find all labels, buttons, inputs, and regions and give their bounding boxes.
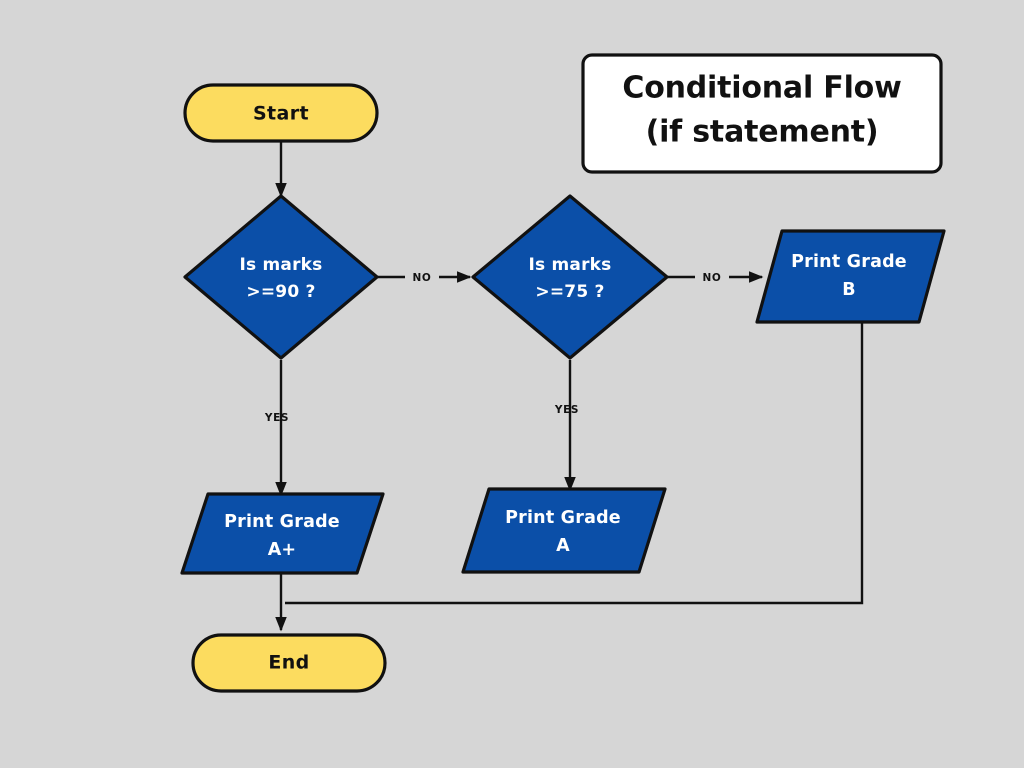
- node-print-grade-a-plus[interactable]: Print Grade A+: [180, 492, 385, 575]
- end-shape[interactable]: [191, 633, 387, 693]
- start-label: Start: [253, 103, 309, 125]
- start-shape[interactable]: [183, 83, 379, 143]
- edge-label-no-2: NO: [703, 272, 722, 284]
- print-b-label-line-1: Print Grade: [791, 252, 907, 272]
- title-card: Conditional Flow (if statement): [581, 53, 943, 174]
- print-a-shape[interactable]: [461, 487, 667, 574]
- decision1-label-line-1: Is marks: [240, 255, 323, 275]
- edge-label-no-1: NO: [413, 272, 432, 284]
- edge-label-yes-1: YES: [264, 412, 289, 424]
- decision2-shape[interactable]: [471, 194, 669, 360]
- print-aplus-label-line-1: Print Grade: [224, 512, 340, 532]
- title-line-2: (if statement): [646, 115, 879, 150]
- print-a-label-line-1: Print Grade: [505, 508, 621, 528]
- node-decision-marks-75[interactable]: Is marks >=75 ?: [471, 194, 669, 360]
- node-start[interactable]: Start: [183, 83, 379, 143]
- edge-print-b-to-end: [285, 322, 864, 605]
- print-b-label-line-2: B: [842, 280, 856, 300]
- node-decision-marks-90[interactable]: Is marks >=90 ?: [183, 194, 379, 360]
- node-end[interactable]: End: [191, 633, 387, 693]
- decision1-label-line-2: >=90 ?: [246, 282, 315, 302]
- print-aplus-label-line-2: A+: [268, 540, 297, 560]
- title-line-1: Conditional Flow: [622, 71, 901, 106]
- end-label: End: [268, 652, 309, 674]
- edge-label-yes-2: YES: [554, 404, 579, 416]
- decision2-label-line-2: >=75 ?: [535, 282, 604, 302]
- print-a-label-line-2: A: [556, 536, 570, 556]
- edge-labels: NO NO YES YES: [264, 266, 729, 424]
- print-b-shape[interactable]: [755, 229, 946, 324]
- node-print-grade-a[interactable]: Print Grade A: [461, 487, 667, 574]
- node-print-grade-b[interactable]: Print Grade B: [755, 229, 946, 324]
- title-card-box: [581, 53, 943, 174]
- decision2-label-line-1: Is marks: [529, 255, 612, 275]
- print-aplus-shape[interactable]: [180, 492, 385, 575]
- decision1-shape[interactable]: [183, 194, 379, 360]
